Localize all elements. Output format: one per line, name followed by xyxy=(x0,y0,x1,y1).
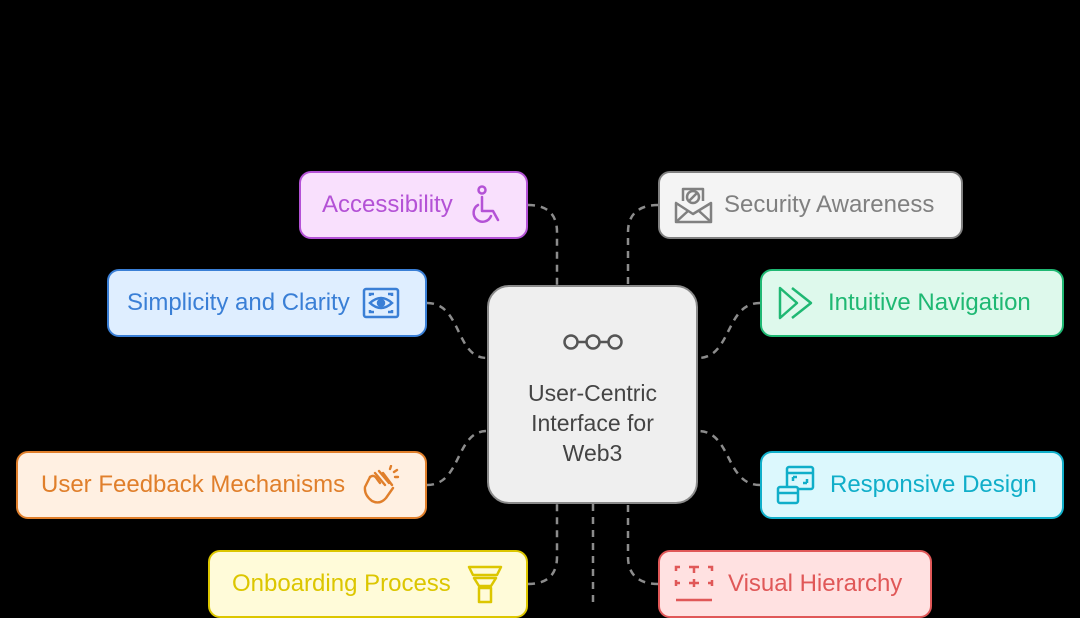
center-node[interactable]: User-Centric Interface for Web3 xyxy=(487,285,698,504)
node-security-awareness[interactable]: Security Awareness xyxy=(658,171,963,239)
node-intuitive-navigation[interactable]: Intuitive Navigation xyxy=(760,269,1064,337)
wheelchair-icon xyxy=(469,185,503,225)
center-title-line: User-Centric xyxy=(527,380,658,406)
node-label: Accessibility xyxy=(322,191,453,218)
connector-onboarding xyxy=(527,504,559,586)
center-title: User-Centric Interface for Web3 xyxy=(528,378,657,468)
node-label: Intuitive Navigation xyxy=(828,289,1031,316)
node-label: Onboarding Process xyxy=(232,570,451,597)
layout-grid-icon xyxy=(674,564,714,604)
node-label: Security Awareness xyxy=(724,191,935,218)
node-label: Responsive Design xyxy=(830,471,1037,498)
connector-simplicity-clarity xyxy=(426,301,488,360)
funnel-icon xyxy=(467,564,503,604)
connector-visual-hierarchy xyxy=(626,504,659,586)
eye-scan-icon xyxy=(362,287,400,319)
node-accessibility[interactable]: Accessibility xyxy=(299,171,528,239)
node-user-feedback[interactable]: User Feedback Mechanisms xyxy=(16,451,427,519)
connector-responsive-design xyxy=(697,429,761,487)
envelope-shield-icon xyxy=(674,185,714,225)
center-title-line: Interface for xyxy=(531,410,654,436)
node-responsive-design[interactable]: Responsive Design xyxy=(760,451,1064,519)
node-visual-hierarchy[interactable]: Visual Hierarchy xyxy=(658,550,932,618)
center-title-line: Web3 xyxy=(562,440,623,466)
node-onboarding-process[interactable]: Onboarding Process xyxy=(208,550,528,618)
connector-security-awareness xyxy=(626,203,659,285)
connector-intuitive-navigation xyxy=(697,301,761,360)
node-label: Simplicity and Clarity xyxy=(127,289,350,316)
node-label: Visual Hierarchy xyxy=(728,570,903,597)
connector-user-feedback xyxy=(426,429,488,487)
fast-forward-icon xyxy=(777,285,815,321)
responsive-windows-icon xyxy=(776,465,816,505)
node-simplicity-clarity[interactable]: Simplicity and Clarity xyxy=(107,269,427,337)
connector-accessibility xyxy=(527,203,559,285)
node-label: User Feedback Mechanisms xyxy=(41,471,346,498)
nodes-chain-icon xyxy=(562,331,624,358)
clapping-hands-icon xyxy=(360,465,400,505)
